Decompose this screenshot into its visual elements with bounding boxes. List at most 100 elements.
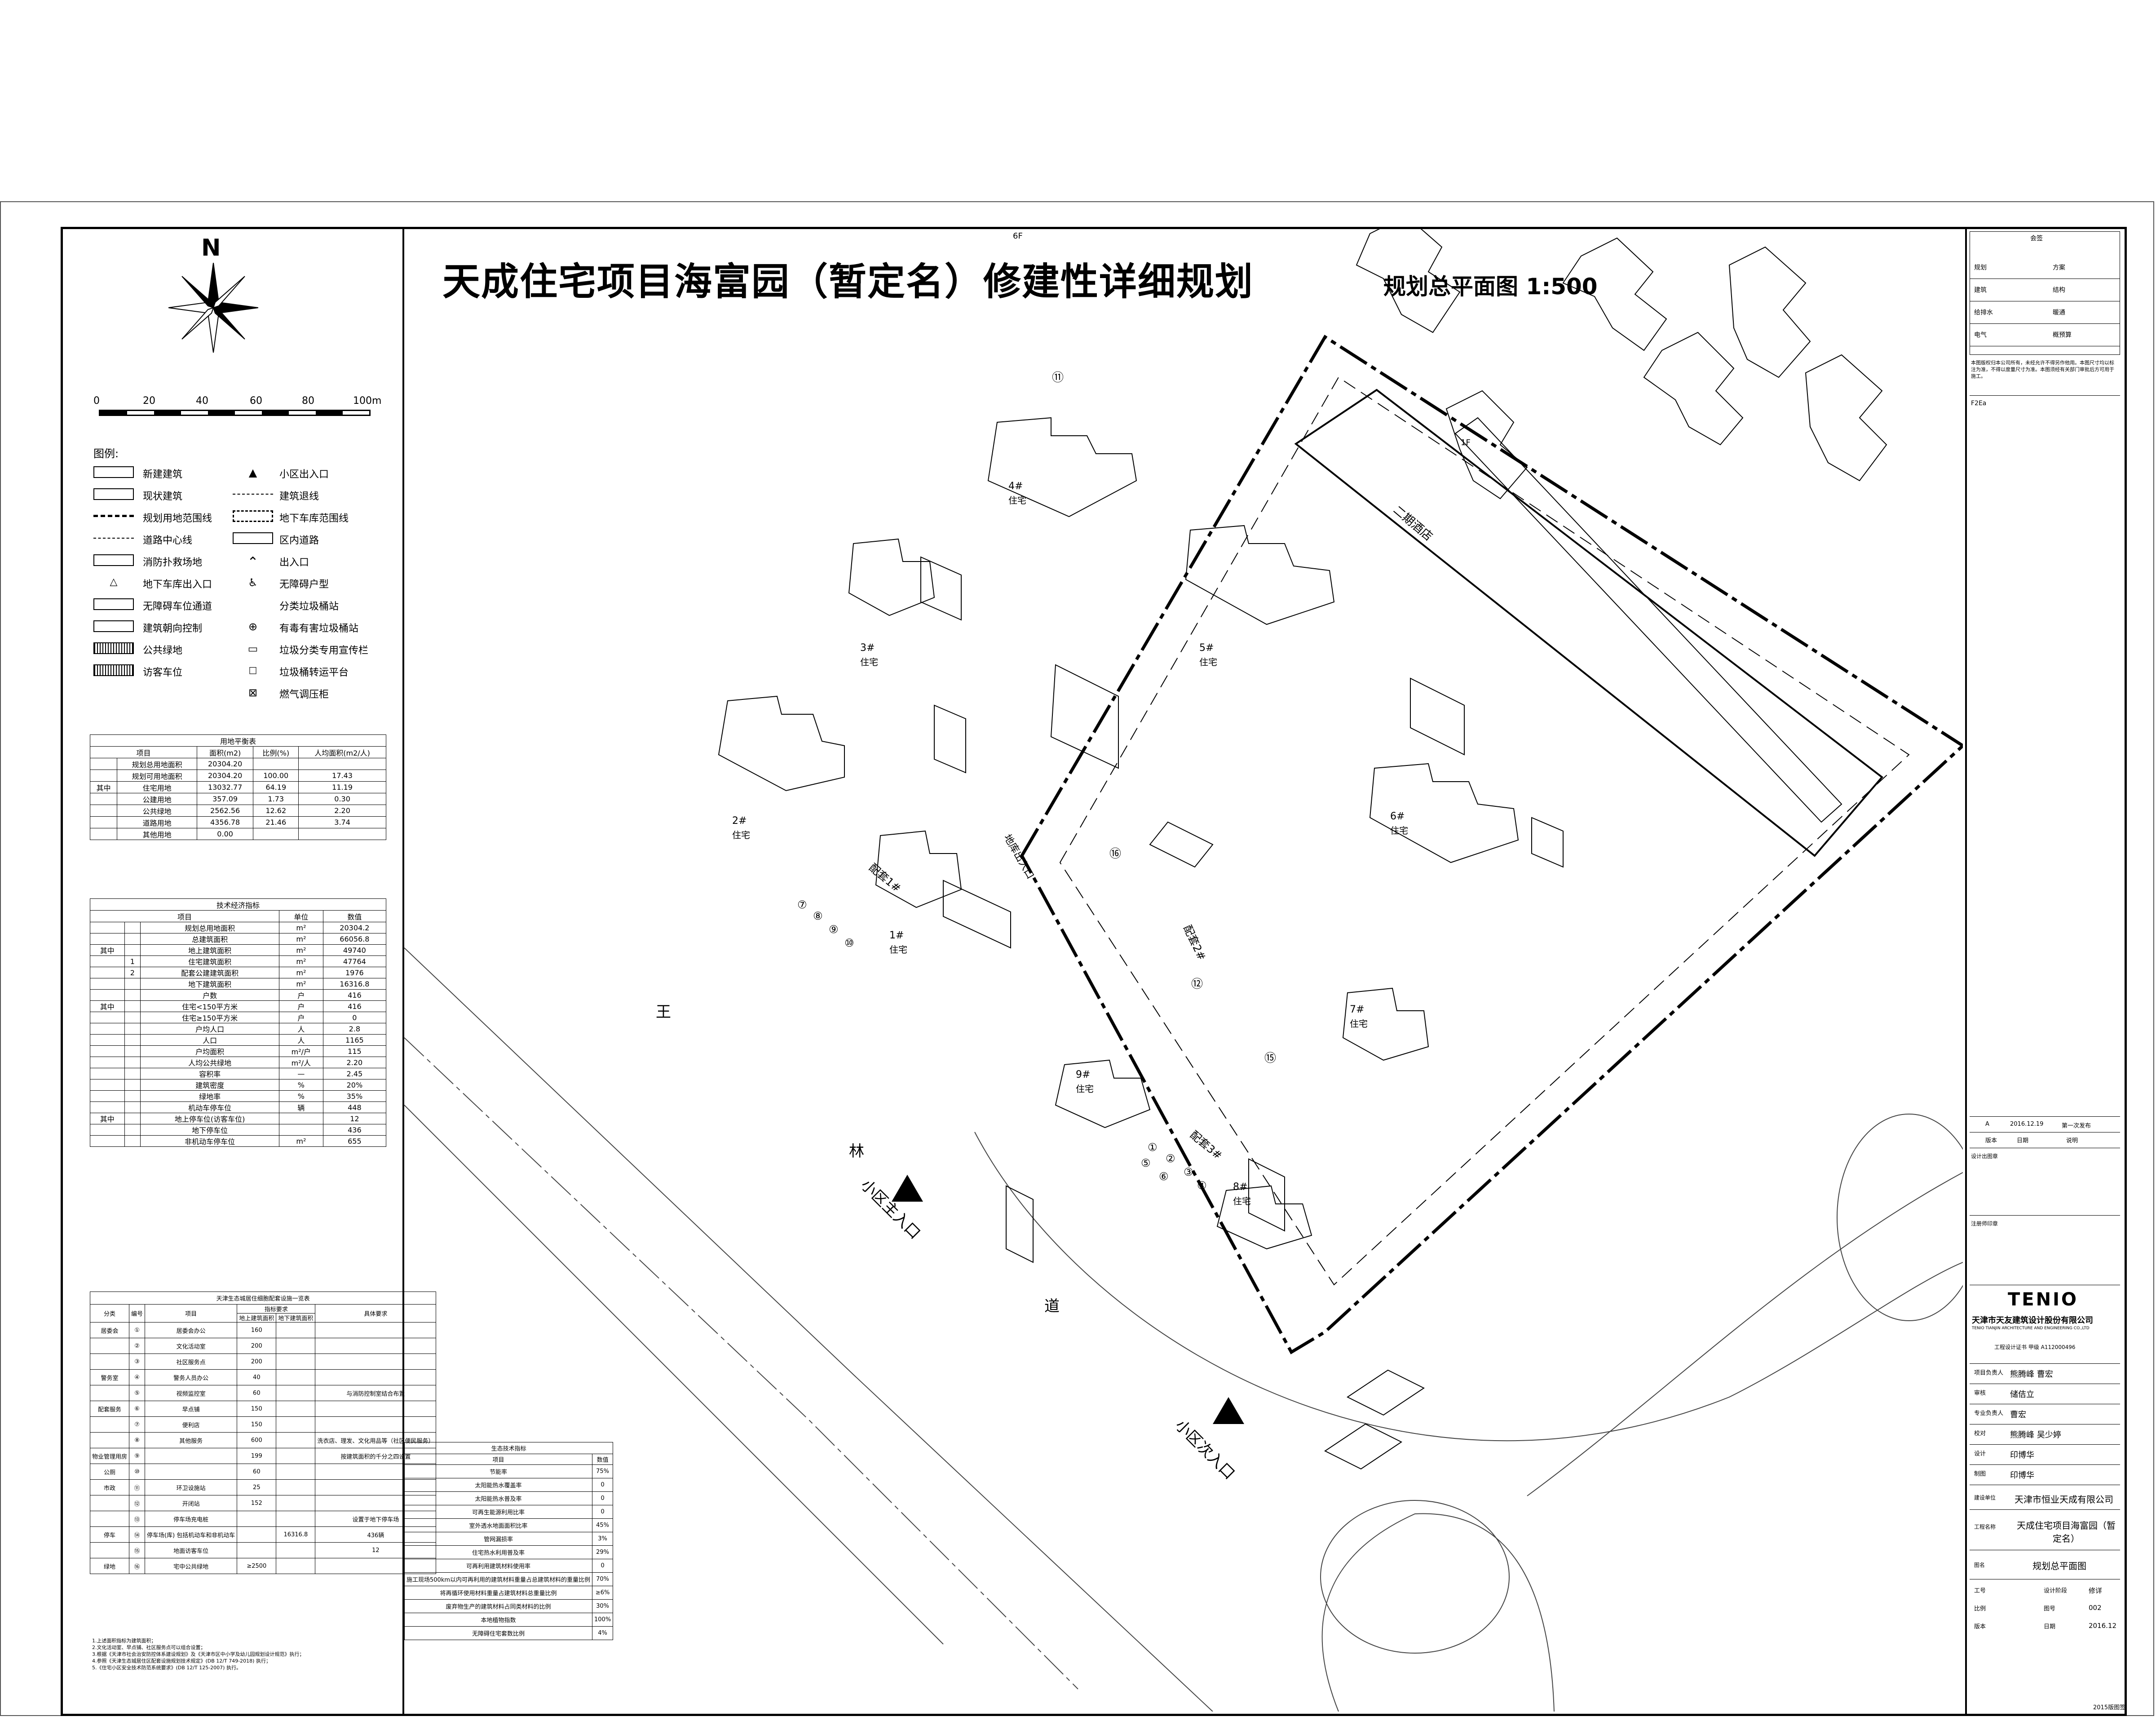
sign-role: 方案 [2053,264,2065,271]
table-cell: 1976 [323,967,387,978]
table-cell: 16316.8 [323,978,387,990]
legend-label: 建筑退线 [279,491,319,502]
bottom-label: 日期 [2044,1623,2056,1630]
table-cell: 200 [237,1338,277,1354]
table-cell: 公厕 [89,1464,130,1480]
drawing-border [61,227,2127,1716]
table-cell [90,1068,125,1079]
table-cell: 警务人员办公 [145,1369,238,1385]
legend-label: 无障碍户型 [279,579,329,590]
table-cell [90,1090,125,1102]
revision-label: 日期 [2017,1137,2029,1144]
table-cell [276,1558,316,1574]
table-cell: 152 [237,1495,277,1511]
building-7-label: 7# [1350,1004,1365,1015]
table-cell [276,1353,316,1370]
company-logo: TENIO [2008,1289,2078,1310]
legend-label: 公共绿地 [143,645,183,656]
table-cell: 将再循环使用材料重量占建筑材料总重量比例 [404,1586,593,1600]
reg-label: 注册师印章 [1971,1221,1998,1227]
note-line: 5.《住宅小区安全技术防范系统要求》(DB 12/T 125-2007) 执行。 [92,1665,241,1671]
table-title: 用地平衡表 [90,734,386,747]
sign-box [1970,231,2120,355]
facility-marker: ⑤ [1141,1157,1151,1169]
table-cell: 早点铺 [145,1401,238,1417]
second-entrance-icon [1213,1397,1244,1424]
table-header: 单位 [278,910,323,922]
legend-swatch: ⌃ [247,554,259,570]
building-9-use: 住宅 [1076,1084,1094,1094]
stamp-label: F2Ea [1971,400,1987,407]
bottom-label: 比例 [1974,1606,1986,1612]
table-cell [89,1495,130,1511]
table-cell: m² [278,944,323,956]
table-cell [89,1353,130,1370]
table-cell: 居委会 [89,1322,130,1338]
table-cell: 停车场充电桩 [145,1511,238,1527]
table-cell: 20304.20 [196,758,254,770]
table-cell: 宅中公共绿地 [145,1558,238,1574]
legend-label: 现状建筑 [143,491,183,502]
table-cell: 11.19 [298,781,386,793]
table-cell [89,828,118,840]
table-cell: 住宅热水利用普及率 [404,1545,593,1559]
person-name: 曹宏 [2010,1410,2026,1420]
table-cell: 人 [278,1034,323,1046]
table-cell: 160 [237,1322,277,1338]
table-header: 项目 [145,1304,238,1322]
legend-swatch [93,554,134,566]
table-cell: 49740 [323,944,387,956]
sign-role: 概预算 [2053,332,2072,339]
table-header: 数值 [323,910,387,922]
table-cell: 47764 [323,955,387,967]
building-3-label: 3# [860,642,875,654]
table-cell: 12.62 [253,805,299,817]
drawing-name: 规划总平面图 [2032,1561,2086,1571]
table-header: 指标要求 [237,1304,316,1314]
sign-role: 电气 [1974,332,1987,339]
revision-label: 版本 [1985,1137,1997,1144]
table-cell [90,933,125,945]
table-cell [89,793,118,805]
table-cell: 2.45 [323,1068,387,1079]
floor-label: 1F [1461,438,1471,447]
table-cell: 13032.77 [196,781,254,793]
table-cell: 施工现场500km以内可再利用的建筑材料重量占总建筑材料的重量比例 [404,1572,593,1586]
role-label: 制图 [1974,1471,1986,1477]
legend-swatch [93,642,134,654]
revision-cell: 第一次发布 [2062,1123,2091,1129]
table-header: 项目 [90,746,197,758]
table-cell [278,1124,323,1136]
table-cell: 地下停车位 [140,1124,279,1136]
table-cell: 150 [237,1401,277,1417]
table-cell: 地下建筑面积 [140,978,279,990]
table-cell: 1.73 [253,793,299,805]
bottom-value: 002 [2089,1604,2102,1612]
table-cell [315,1322,437,1338]
table-cell: 0 [323,1012,387,1023]
table-cell [124,1113,141,1124]
table-cell: 公共绿地 [117,805,197,817]
building-1-use: 住宅 [889,944,907,955]
table-cell [89,1416,130,1433]
table-cell: ⑬ [129,1511,146,1527]
legend-label: 分类垃圾桶站 [279,601,339,612]
table-cell: 可再利用建筑材料使用率 [404,1559,593,1573]
person-name: 熊腾峰 吴少婷 [2010,1430,2061,1440]
table-cell: 户均人口 [140,1023,279,1035]
legend-swatch [93,515,134,518]
table-cell: 357.09 [196,793,254,805]
table-cell: 停车 [89,1526,130,1543]
table-cell [276,1385,316,1401]
table-cell: — [278,1068,323,1079]
role-label: 审核 [1974,1390,1986,1397]
facility-marker: ⑩ [844,937,854,949]
person-name: 储佶立 [2010,1390,2034,1399]
divider [1970,1464,2120,1465]
floor-label: 6F [1013,231,1023,241]
